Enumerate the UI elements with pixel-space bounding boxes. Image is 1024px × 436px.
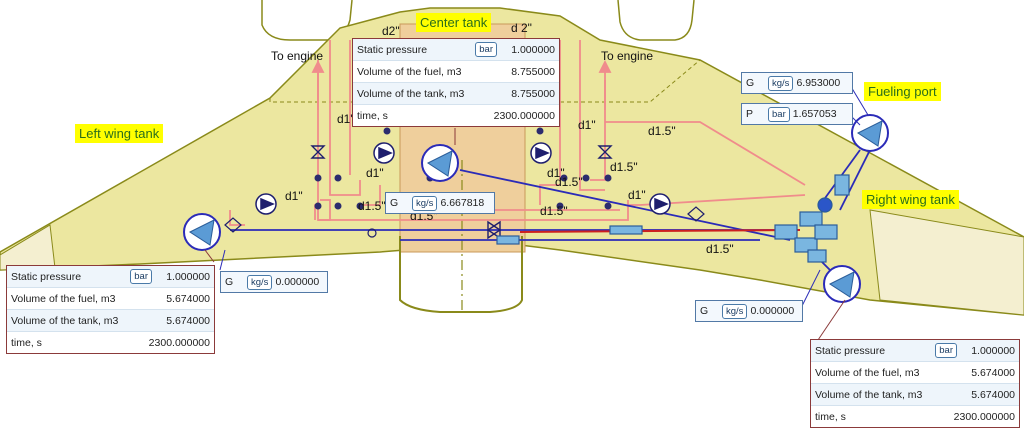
fueling-port-flow-gauge: G kg/s 6.953000 bbox=[741, 72, 853, 94]
unit-selector[interactable]: kg/s bbox=[247, 274, 273, 290]
panel-row: Static pressure bar 1.000000 bbox=[353, 39, 559, 61]
param-name: Static pressure bbox=[815, 344, 886, 357]
param-name: Volume of the tank, m3 bbox=[357, 87, 465, 100]
right-wingtip bbox=[869, 209, 1024, 316]
left-wing-tank-panel: Static pressure bar 1.000000 Volume of t… bbox=[6, 265, 215, 354]
right-wing-tank-panel: Static pressure bar 1.000000 Volume of t… bbox=[810, 339, 1020, 428]
unit-selector[interactable]: kg/s bbox=[722, 303, 748, 319]
pipe-dim-label: d1.5" bbox=[540, 204, 568, 218]
panel-leaders bbox=[204, 128, 846, 341]
param-name: time, s bbox=[11, 336, 42, 349]
param-name: Static pressure bbox=[357, 43, 428, 56]
pipe-dim-label: d1" bbox=[628, 188, 646, 202]
gauge-name: G bbox=[390, 197, 399, 209]
unit-selector[interactable]: kg/s bbox=[412, 195, 438, 211]
param-value: 2300.000000 bbox=[953, 410, 1015, 423]
engine-feed-arrows bbox=[311, 59, 612, 110]
valve-cluster bbox=[496, 174, 850, 263]
panel-row: time, s 2300.000000 bbox=[7, 332, 214, 353]
unit-selector[interactable]: kg/s bbox=[768, 75, 794, 91]
panel-row: time, s 2300.000000 bbox=[811, 406, 1019, 427]
unit-selector[interactable]: bar bbox=[475, 42, 497, 57]
pipe-dim-label: d1" bbox=[547, 166, 565, 180]
pipe-dim-label: d 2" bbox=[511, 21, 532, 35]
right-flow-gauge: G kg/s 0.000000 bbox=[695, 300, 803, 322]
unit-selector[interactable]: bar bbox=[768, 106, 790, 122]
param-name: Static pressure bbox=[11, 270, 82, 283]
gauge-value: 6.667818 bbox=[440, 197, 485, 209]
param-value: 5.674000 bbox=[971, 366, 1015, 379]
pumps bbox=[255, 142, 671, 215]
crossfeed-red bbox=[519, 229, 801, 233]
pipe-dim-label: d1.5" bbox=[706, 242, 734, 256]
pipe-dim-label: d1" bbox=[285, 189, 303, 203]
param-value: 1.000000 bbox=[166, 270, 210, 283]
param-name: Volume of the fuel, m3 bbox=[11, 292, 116, 305]
panel-row: Volume of the tank, m3 5.674000 bbox=[811, 384, 1019, 406]
center-flow-gauge: G kg/s 6.667818 bbox=[385, 192, 495, 214]
fuselage-outline bbox=[399, 236, 523, 313]
param-name: Volume of the tank, m3 bbox=[815, 388, 923, 401]
panel-row: Volume of the fuel, m3 5.674000 bbox=[811, 362, 1019, 384]
to-engine-right-label: To engine bbox=[601, 49, 654, 63]
fueling-port-pressure-gauge: P bar 1.657053 bbox=[741, 103, 853, 125]
param-name: time, s bbox=[357, 109, 388, 122]
left-partition bbox=[269, 98, 400, 103]
gauge-name: P bbox=[746, 108, 754, 120]
param-value: 1.000000 bbox=[971, 344, 1015, 357]
unit-selector[interactable]: bar bbox=[130, 269, 152, 284]
pipe-dim-label: d1" bbox=[578, 118, 596, 132]
param-value: 2300.000000 bbox=[493, 109, 555, 122]
panel-row: Volume of the fuel, m3 5.674000 bbox=[7, 288, 214, 310]
to-engine-left-label: To engine bbox=[271, 49, 324, 63]
param-value: 5.674000 bbox=[166, 292, 210, 305]
pipe-dim-label: d1" bbox=[337, 112, 355, 126]
tank-sensors bbox=[183, 114, 889, 303]
left-wing-tank-label: Left wing tank bbox=[75, 124, 164, 143]
param-value: 2300.000000 bbox=[148, 336, 210, 349]
pipe-dim-label: d1.5" bbox=[358, 199, 386, 213]
panel-row: Volume of the tank, m3 5.674000 bbox=[7, 310, 214, 332]
gauge-value: 6.953000 bbox=[796, 77, 841, 89]
gauge-value: 1.657053 bbox=[792, 108, 837, 120]
valves bbox=[310, 145, 613, 240]
pipe-dim-label: d2" bbox=[382, 24, 400, 38]
fueling-port-label: Fueling port bbox=[864, 82, 941, 101]
right-partition bbox=[525, 59, 701, 103]
left-flow-gauge: G kg/s 0.000000 bbox=[220, 271, 328, 293]
center-tank-label: Center tank bbox=[416, 13, 492, 32]
right-wing-tank-label: Right wing tank bbox=[862, 190, 959, 209]
gauge-value: 0.000000 bbox=[750, 305, 795, 317]
param-name: Volume of the fuel, m3 bbox=[357, 65, 462, 78]
param-name: Volume of the fuel, m3 bbox=[815, 366, 920, 379]
param-value: 5.674000 bbox=[971, 388, 1015, 401]
check-valves bbox=[224, 206, 705, 238]
gauge-value: 0.000000 bbox=[275, 276, 320, 288]
panel-row: time, s 2300.000000 bbox=[353, 105, 559, 126]
param-value: 8.755000 bbox=[511, 65, 555, 78]
panel-row: Volume of the tank, m3 8.755000 bbox=[353, 83, 559, 105]
panel-row: Static pressure bar 1.000000 bbox=[811, 340, 1019, 362]
param-value: 5.674000 bbox=[166, 314, 210, 327]
param-value: 8.755000 bbox=[511, 87, 555, 100]
pipe-dim-label: d1.5" bbox=[555, 175, 583, 189]
param-name: Volume of the tank, m3 bbox=[11, 314, 119, 327]
center-tank-panel: Static pressure bar 1.000000 Volume of t… bbox=[352, 38, 560, 127]
param-name: time, s bbox=[815, 410, 846, 423]
param-value: 1.000000 bbox=[511, 43, 555, 56]
gauge-name: G bbox=[225, 276, 234, 288]
pipe-dim-label: d1.5" bbox=[648, 124, 676, 138]
unit-selector[interactable]: bar bbox=[935, 343, 957, 358]
panel-row: Static pressure bar 1.000000 bbox=[7, 266, 214, 288]
gauge-name: G bbox=[700, 305, 709, 317]
right-engine-nacelle bbox=[617, 0, 695, 41]
panel-row: Volume of the fuel, m3 8.755000 bbox=[353, 61, 559, 83]
pipe-dim-label: d1.5" bbox=[610, 160, 638, 174]
pipe-dim-label: d1" bbox=[366, 166, 384, 180]
gauge-name: G bbox=[746, 77, 755, 89]
